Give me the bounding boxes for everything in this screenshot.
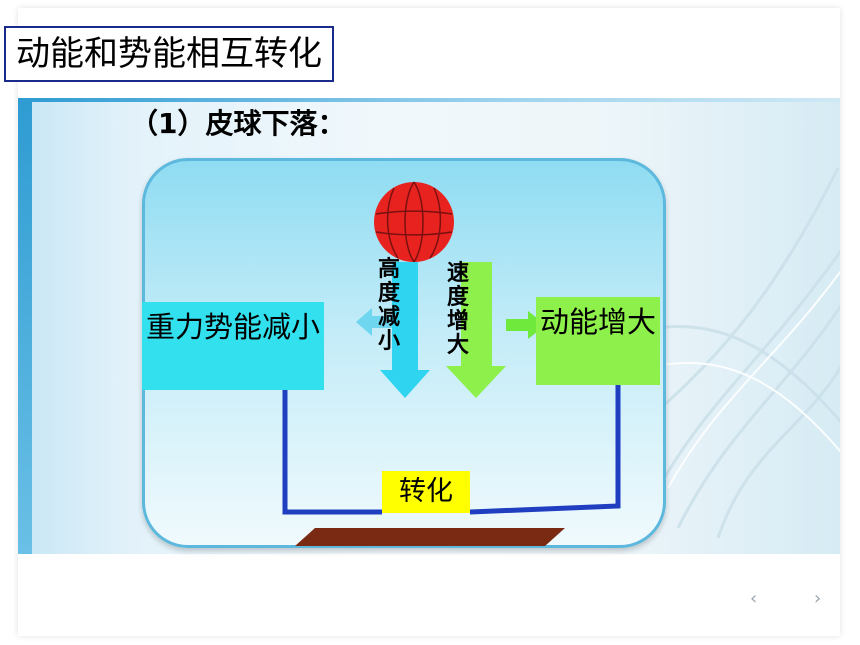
prev-slide-button[interactable]: ‹: [750, 588, 758, 609]
ball-icon: [374, 181, 454, 263]
section-subtitle: （1）皮球下落：: [130, 107, 346, 140]
background-top-line: [18, 98, 840, 102]
page-title: 动能和势能相互转化: [4, 26, 334, 82]
conversion-connector-line: [282, 368, 382, 515]
speed-down-arrow: [446, 262, 506, 398]
height-label: 高度减小: [377, 257, 400, 354]
height-down-arrow: [380, 262, 430, 398]
background-left-stripe: [18, 98, 32, 554]
arrow-to-potential: [356, 308, 392, 336]
conversion-connector-line-right: [469, 362, 621, 515]
kinetic-energy-box: 动能增大: [536, 297, 660, 385]
next-slide-button[interactable]: ›: [814, 588, 822, 609]
speed-label: 速度增大: [446, 261, 469, 358]
conversion-label-box: 转化: [382, 471, 470, 513]
potential-energy-box: 重力势能减小: [142, 302, 324, 390]
ground-platform: [295, 528, 565, 546]
